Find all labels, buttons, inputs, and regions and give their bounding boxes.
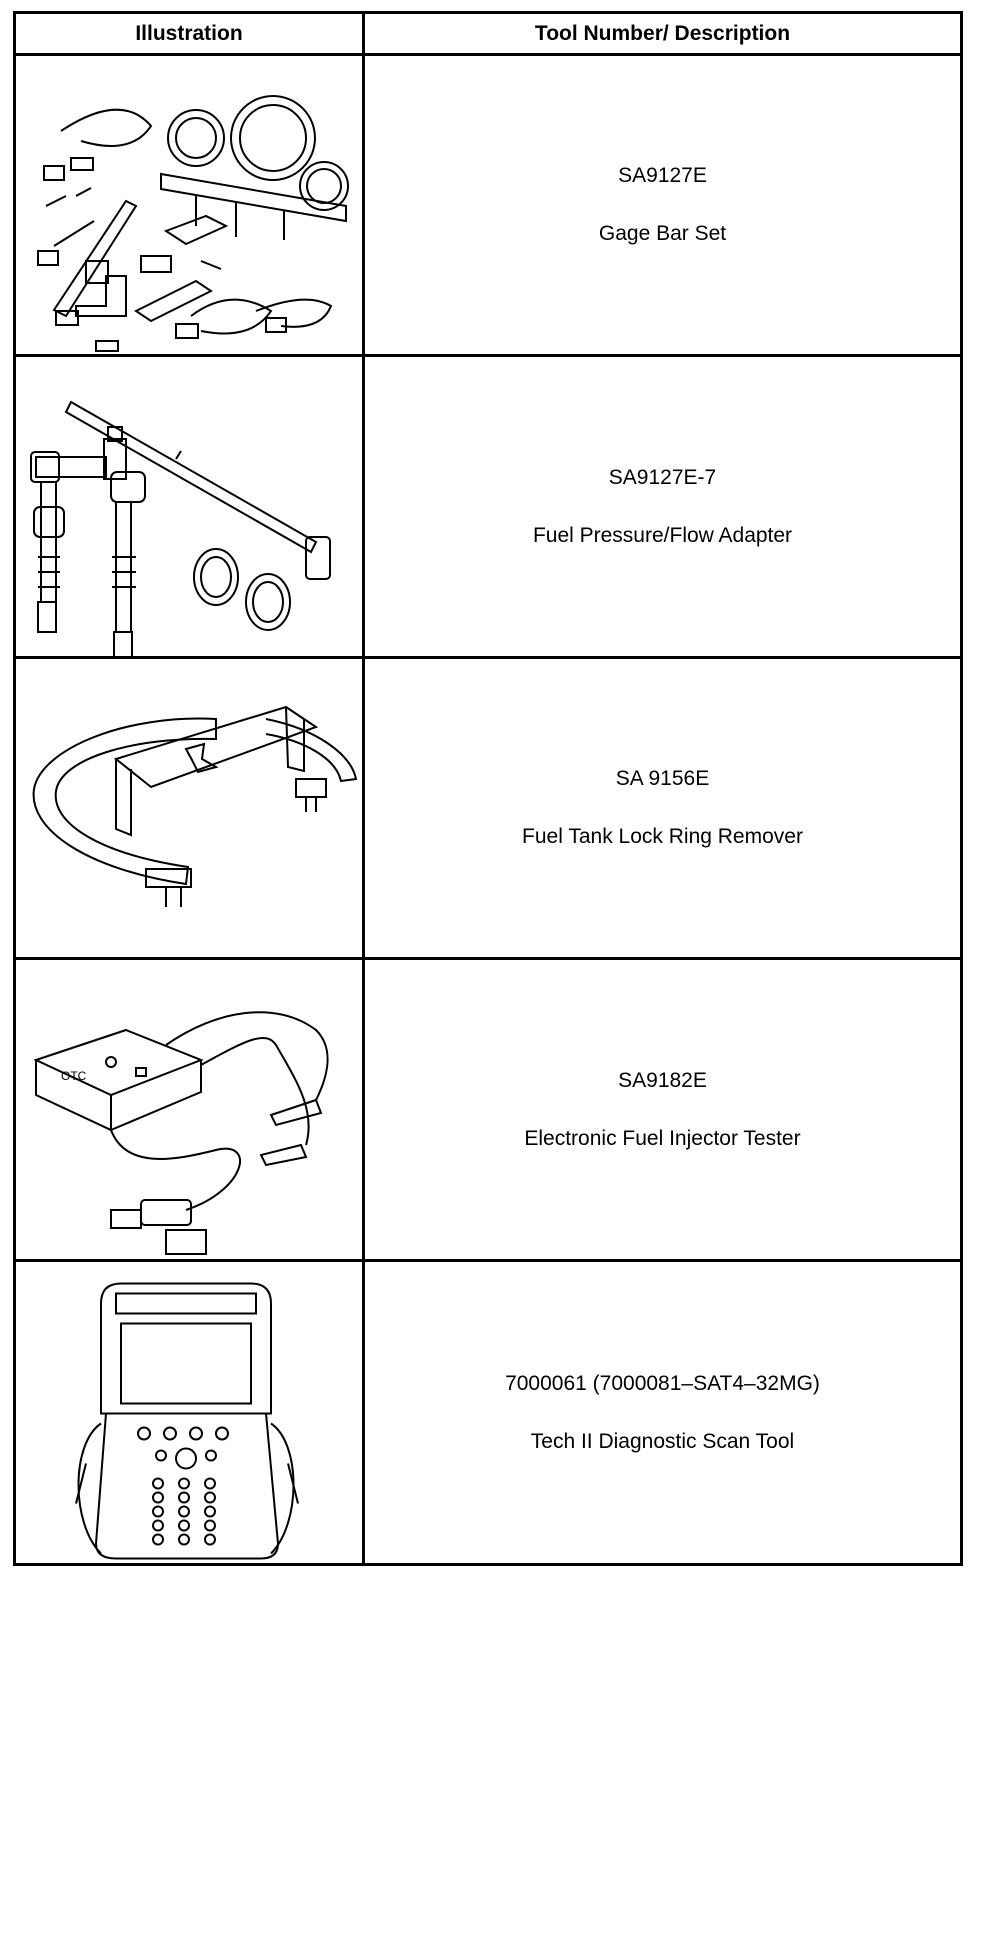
tool-number: SA9182E bbox=[618, 1068, 707, 1092]
gage-bar-set-icon bbox=[16, 56, 362, 354]
tool-description: Fuel Tank Lock Ring Remover bbox=[522, 825, 803, 848]
tool-description: Fuel Pressure/Flow Adapter bbox=[532, 523, 793, 547]
tool-number: SA9127E-7 bbox=[608, 465, 717, 489]
table-row: SA 9156E Fuel Tank Lock Ring Remover bbox=[16, 659, 960, 960]
tool-description: Gage Bar Set bbox=[598, 222, 727, 245]
electronic-fuel-injector-tester-icon: OTC bbox=[16, 960, 362, 1259]
description-header: Tool Number/ Description bbox=[534, 21, 791, 45]
illustration-header: Illustration bbox=[135, 21, 243, 45]
tool-description-cell: SA9127E Gage Bar Set bbox=[365, 56, 960, 354]
tool-description-cell: 7000061 (7000081–SAT4–32MG) Tech II Diag… bbox=[365, 1262, 960, 1563]
table-row: SA9127E-7 Fuel Pressure/Flow Adapter bbox=[16, 357, 960, 659]
tool-description-cell: SA 9156E Fuel Tank Lock Ring Remover bbox=[365, 659, 960, 957]
svg-text:OTC: OTC bbox=[61, 1069, 87, 1083]
tool-description: Electronic Fuel Injector Tester bbox=[524, 1126, 801, 1150]
tool-table: Illustration Tool Number/ Description bbox=[13, 11, 963, 1566]
tool-description-cell: SA9182E Electronic Fuel Injector Tester bbox=[365, 960, 960, 1259]
column-divider bbox=[362, 14, 365, 1563]
tech-ii-scan-tool-icon bbox=[16, 1262, 362, 1563]
tool-number: SA9127E bbox=[618, 164, 707, 187]
tool-number: 7000061 (7000081–SAT4–32MG) bbox=[505, 1371, 820, 1395]
table-header: Illustration Tool Number/ Description bbox=[16, 14, 960, 56]
table-row: 7000061 (7000081–SAT4–32MG) Tech II Diag… bbox=[16, 1262, 960, 1563]
table-row: SA9127E Gage Bar Set bbox=[16, 56, 960, 357]
fuel-tank-lock-ring-remover-icon bbox=[16, 659, 362, 957]
tool-description-cell: SA9127E-7 Fuel Pressure/Flow Adapter bbox=[365, 357, 960, 656]
tool-description: Tech II Diagnostic Scan Tool bbox=[530, 1429, 795, 1453]
table-row: OTC SA9182E Electronic Fuel Injector Tes… bbox=[16, 960, 960, 1262]
fuel-pressure-flow-adapter-icon bbox=[16, 357, 362, 656]
tool-number: SA 9156E bbox=[615, 767, 710, 790]
